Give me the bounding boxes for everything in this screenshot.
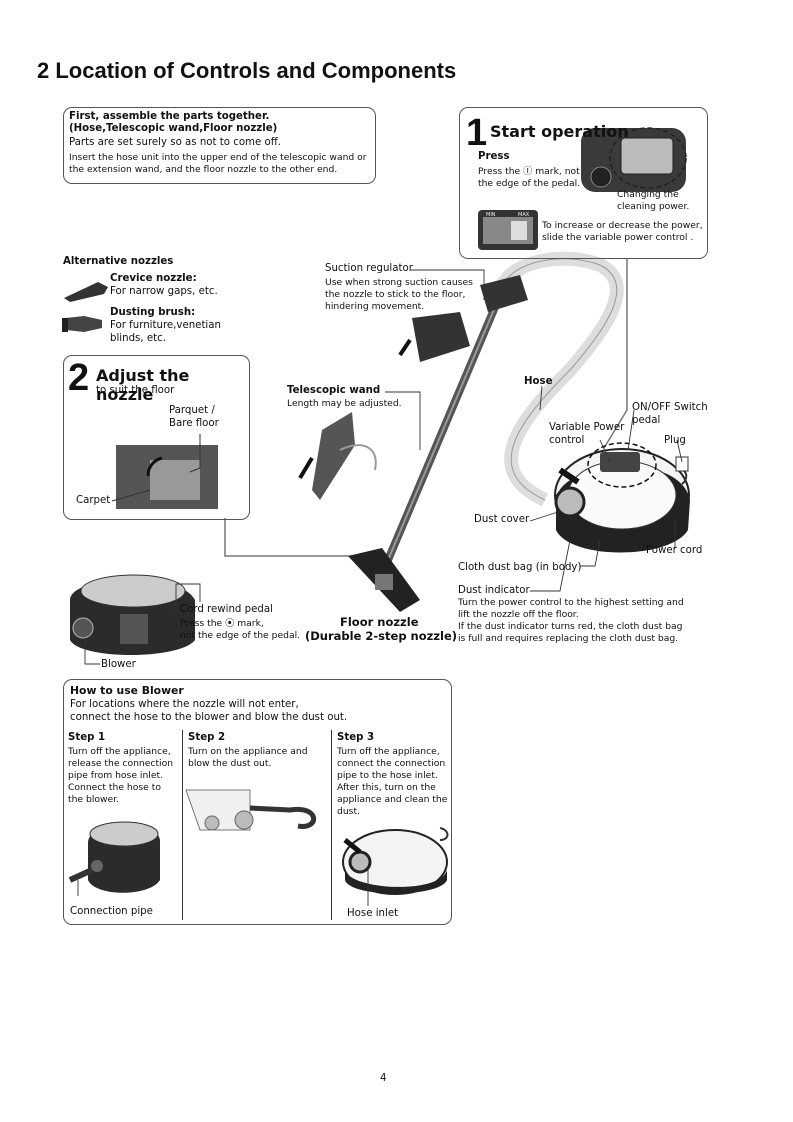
hose-illustration [491, 251, 624, 507]
dust-indicator-title: Dust indicator [458, 585, 530, 596]
step1-line-5: the blower. [68, 794, 120, 805]
variable-power-label-2: control [549, 435, 585, 446]
dusting-brush-desc-1: For furniture,venetian [110, 320, 221, 331]
press-line-1: Press the Ⓘ mark, not [478, 166, 580, 177]
step1-line-1: Turn off the appliance, [68, 746, 171, 757]
adjust-nozzle-box: 2 Adjust the nozzle to suit the floor Pa… [63, 355, 250, 520]
start-step-number: 1 [466, 112, 488, 154]
wand-hand-photo [298, 412, 377, 500]
floor-nozzle-illustration [348, 548, 420, 612]
blower-box: How to use Blower For locations where th… [63, 679, 452, 925]
blower-intro-2: connect the hose to the blower and blow … [70, 712, 348, 723]
cord-rewind-press-2: not the edge of the pedal. [180, 630, 301, 641]
dust-indicator-line-4: is full and requires replacing the cloth… [458, 633, 679, 644]
step2-title: Step 2 [188, 732, 226, 743]
dusting-brush-icon [62, 316, 102, 332]
assemble-title-2: (Hose,Telescopic wand,Floor nozzle) [69, 123, 278, 134]
step2-line-1: Turn on the appliance and [188, 746, 308, 757]
floor-nozzle-label-2: (Durable 2-step nozzle) [305, 629, 458, 643]
start-operation-box: 1 Start operation Press Press the Ⓘ mark… [459, 107, 708, 259]
telescopic-wand-desc: Length may be adjusted. [287, 398, 402, 409]
cord-rewind-press-1: Press the ⦿ mark, [180, 618, 264, 629]
page-number: 4 [380, 1073, 387, 1084]
step3-line-3: pipe to the hose inlet. [337, 770, 438, 781]
cloth-dust-bag-label: Cloth dust bag (in body) [458, 562, 582, 573]
step1-illustration [68, 821, 160, 896]
step1-line-4: Connect the hose to [68, 782, 161, 793]
press-label: Press [478, 151, 510, 162]
suction-regulator-line-3: hindering movement. [325, 301, 425, 312]
step2-line-2: blow the dust out. [188, 758, 272, 769]
blower-title: How to use Blower [70, 684, 184, 697]
assemble-title-1: First, assemble the parts together. [69, 111, 270, 122]
blower-intro-1: For locations where the nozzle will not … [70, 699, 299, 710]
dusting-brush-name: Dusting brush: [110, 307, 196, 318]
floor-nozzle-label-1: Floor nozzle [340, 615, 419, 629]
plug-label: Plug [664, 435, 686, 446]
telescopic-wand-title: Telescopic wand [287, 385, 381, 396]
power-line-1: To increase or decrease the power, [542, 220, 703, 231]
assemble-line-3: the extension wand, and the floor nozzle… [69, 164, 338, 175]
power-control-photo [478, 210, 538, 250]
hose-label: Hose [524, 376, 553, 387]
step1-line-2: release the connection [68, 758, 174, 769]
step2-illustration [185, 789, 317, 831]
crevice-nozzle-desc: For narrow gaps, etc. [110, 286, 218, 297]
connection-pipe-label: Connection pipe [70, 906, 153, 917]
hose-inlet-label: Hose inlet [347, 908, 399, 919]
nozzle-adjust-photo [116, 445, 218, 509]
assemble-line-1: Parts are set surely so as not to come o… [69, 137, 281, 148]
dust-cover-label: Dust cover [474, 514, 530, 525]
power-cord-label: Power cord [646, 545, 703, 556]
carpet-label: Carpet [76, 495, 111, 506]
vacuum-body-illustration [554, 442, 690, 553]
dust-indicator-line-2: lift the nozzle off the floor. [458, 609, 579, 620]
alt-nozzles-title: Alternative nozzles [63, 256, 174, 267]
press-line-2: the edge of the pedal. [478, 178, 581, 189]
parquet-label-2: Bare floor [169, 418, 219, 429]
dusting-brush-desc-2: blinds, etc. [110, 333, 166, 344]
min-label: MIN [486, 212, 496, 218]
blower-body-illustration [70, 574, 195, 655]
step-divider-2 [331, 730, 332, 920]
crevice-nozzle-name: Crevice nozzle: [110, 273, 197, 284]
cord-rewind-label: Cord rewind pedal [180, 604, 273, 615]
suction-regulator-title: Suction regulator [325, 263, 413, 274]
adjust-subtitle: to suit the floor [96, 385, 175, 396]
start-title: Start operation [490, 122, 629, 141]
parquet-label-1: Parquet / [169, 405, 215, 416]
max-label: MAX [518, 212, 530, 218]
variable-power-label-1: Variable Power [549, 422, 625, 433]
crevice-nozzle-icon [64, 282, 108, 302]
step3-line-5: appliance and clean the [337, 794, 448, 805]
step3-illustration [342, 827, 449, 906]
suction-regulator-photo [398, 312, 470, 362]
dust-indicator-line-3: If the dust indicator turns red, the clo… [458, 621, 683, 632]
telescopic-wand-illustration [384, 275, 528, 562]
step1-line-3: pipe from hose inlet. [68, 770, 163, 781]
assemble-line-2: Insert the hose unit into the upper end … [69, 152, 367, 163]
pedal-photo [581, 127, 687, 192]
adjust-title: Adjust the nozzle [96, 366, 190, 404]
changing-power-2: cleaning power. [617, 201, 690, 212]
power-line-2: slide the variable power control . [542, 232, 694, 243]
step3-title: Step 3 [337, 732, 375, 743]
dust-indicator-line-1: Turn the power control to the highest se… [458, 597, 684, 608]
step3-line-2: connect the connection [337, 758, 446, 769]
suction-regulator-line-2: the nozzle to stick to the floor, [325, 289, 466, 300]
assemble-box: First, assemble the parts together. (Hos… [63, 107, 376, 184]
step-divider-1 [182, 730, 183, 920]
step3-line-1: Turn off the appliance, [337, 746, 440, 757]
suction-regulator-line-1: Use when strong suction causes [325, 277, 473, 288]
step1-title: Step 1 [68, 732, 106, 743]
adjust-step-number: 2 [68, 357, 90, 399]
onoff-switch-label-2: pedal [632, 415, 661, 426]
blower-label: Blower [101, 659, 136, 670]
step3-line-4: After this, turn on the [337, 782, 436, 793]
changing-power-1: Changing the [617, 189, 679, 200]
step3-line-6: dust. [337, 806, 360, 817]
page-title: 2 Location of Controls and Components [37, 58, 457, 83]
onoff-switch-label-1: ON/OFF Switch [632, 402, 708, 413]
